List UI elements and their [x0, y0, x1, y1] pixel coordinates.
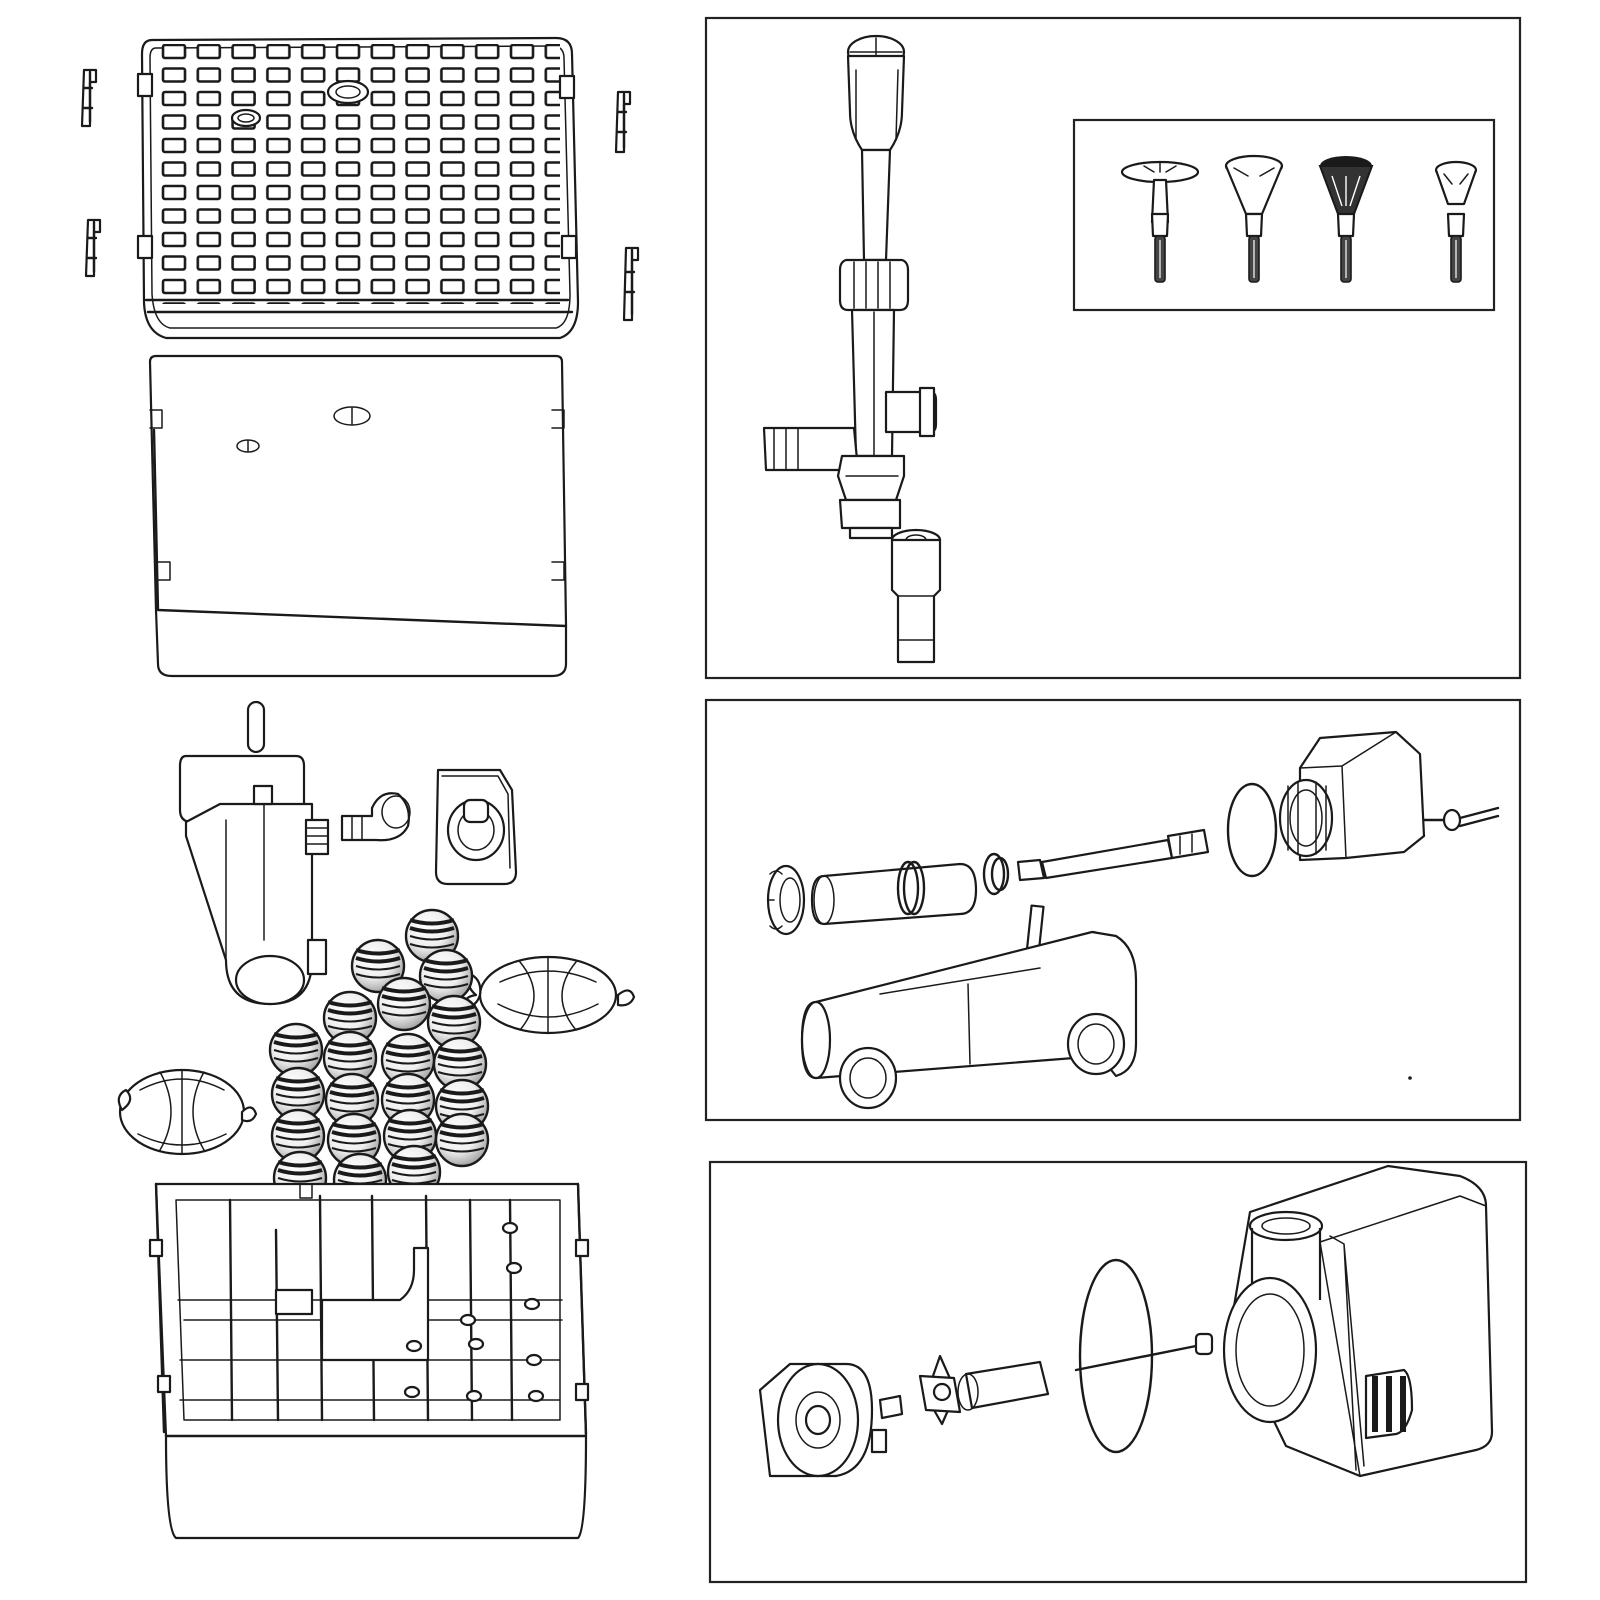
uv-lamp-icon	[1016, 828, 1210, 882]
filter-sponge-icon	[464, 955, 636, 1035]
fountain-head-icon	[1224, 154, 1284, 283]
pump-cover-icon	[758, 1362, 888, 1478]
small-pump-icon	[434, 768, 518, 886]
lamp-nut-icon	[766, 864, 806, 936]
bio-ball-icon	[376, 976, 432, 1032]
bio-ball-icon	[322, 1030, 378, 1086]
cover-plate-icon	[148, 354, 568, 678]
fountain-head-icon	[1318, 156, 1374, 283]
hole	[405, 1339, 423, 1353]
speck	[1408, 1076, 1412, 1080]
bio-ball-icon	[426, 994, 482, 1050]
hole	[459, 1313, 477, 1327]
impeller-icon	[878, 1354, 1050, 1426]
uv-sterilizer-icon	[178, 700, 330, 1006]
grid-lid-icon	[136, 36, 580, 340]
clip-icon	[80, 68, 98, 128]
hole	[403, 1385, 421, 1399]
hole	[523, 1297, 541, 1311]
clip-icon	[84, 218, 102, 278]
o-ring-icon	[982, 852, 1010, 896]
bio-ball-icon	[324, 1072, 380, 1128]
pump-exploded-panel	[708, 1160, 1528, 1584]
fountain-head-icon	[1120, 160, 1200, 283]
cable-icon	[1422, 806, 1500, 832]
outlet-tube-icon	[762, 34, 938, 540]
bio-ball-icon	[418, 948, 474, 1004]
elbow-connector-icon	[340, 792, 411, 842]
o-ring-icon	[1226, 782, 1278, 878]
hole	[501, 1221, 519, 1235]
fountain-head-icon	[1434, 160, 1478, 283]
uv-cap-icon	[1278, 730, 1426, 862]
uv-housing-icon	[800, 904, 1138, 1110]
outlet-tube-panel	[704, 16, 1522, 680]
quartz-sleeve-icon	[810, 862, 978, 926]
hole	[465, 1389, 483, 1403]
bio-ball-icon	[432, 1036, 488, 1092]
clip-icon	[622, 246, 640, 322]
bio-ball-icon	[350, 938, 406, 994]
bio-ball-icon	[326, 1112, 382, 1168]
hole	[467, 1337, 485, 1351]
filter-box-icon	[148, 1182, 590, 1540]
uv-exploded-panel	[704, 698, 1522, 1122]
shaft-icon	[1074, 1332, 1214, 1372]
fountain-heads-inset	[1072, 118, 1496, 312]
o-ring-icon	[896, 860, 926, 916]
filter-sponge-icon	[117, 1068, 258, 1156]
hole	[525, 1353, 543, 1367]
extension-pipe-icon	[890, 528, 942, 664]
clip-icon	[614, 90, 632, 154]
pump-body-icon	[1222, 1164, 1494, 1478]
bio-ball-icon	[322, 990, 378, 1046]
bio-ball-icon	[270, 1108, 326, 1164]
hole	[527, 1389, 545, 1403]
hole	[505, 1261, 523, 1275]
bio-ball-icon	[270, 1066, 326, 1122]
bio-ball-icon	[434, 1112, 490, 1168]
